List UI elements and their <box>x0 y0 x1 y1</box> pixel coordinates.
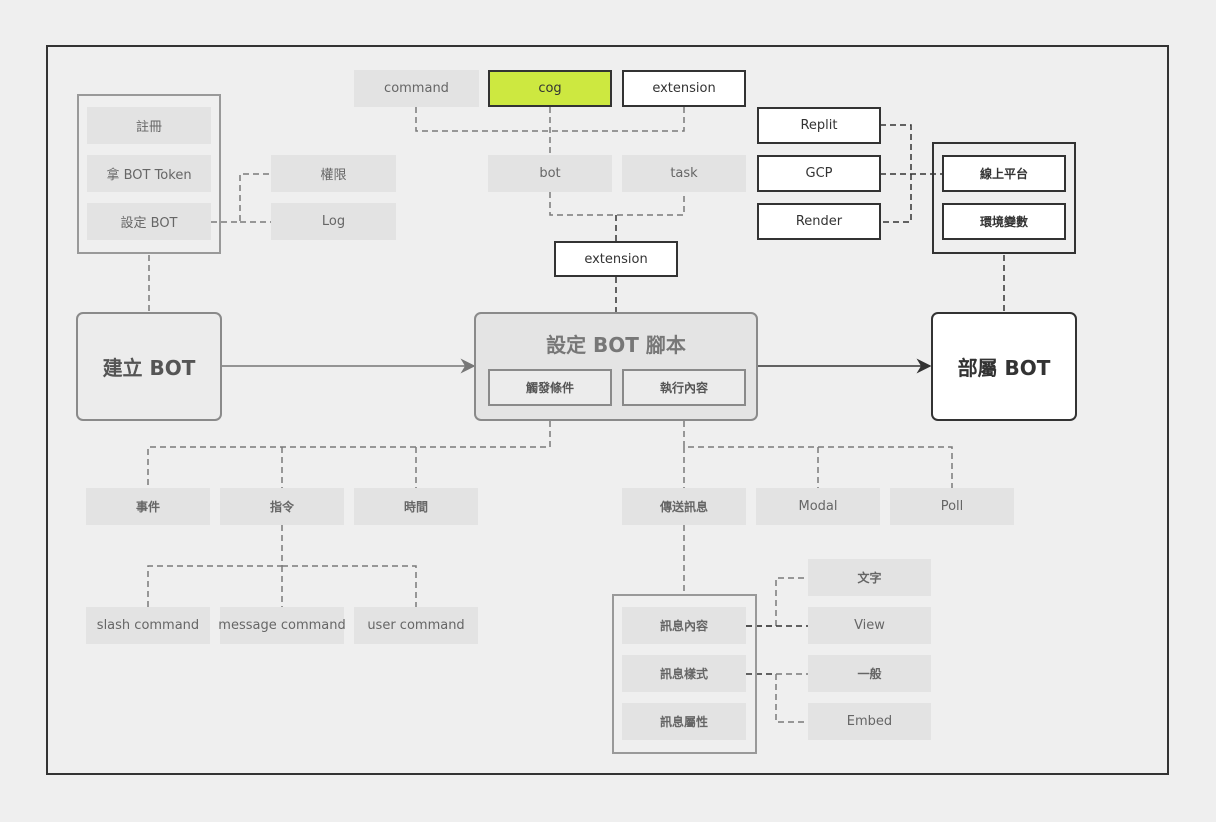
gcp-node: GCP <box>757 155 881 192</box>
diagram-frame <box>46 45 1169 775</box>
message-content-node: 訊息內容 <box>622 607 746 644</box>
extension-top-node: extension <box>622 70 746 107</box>
extension-node: extension <box>554 241 678 277</box>
log-node: Log <box>271 203 396 240</box>
token-step: 拿 BOT Token <box>87 155 211 192</box>
event-node: 事件 <box>86 488 210 525</box>
slash-command-node: slash command <box>86 607 210 644</box>
normal-node: 一般 <box>808 655 931 692</box>
bot-node: bot <box>488 155 612 192</box>
task-node: task <box>622 155 746 192</box>
permission-node: 權限 <box>271 155 396 192</box>
deploy-bot-node: 部屬 BOT <box>931 312 1077 421</box>
replit-node: Replit <box>757 107 881 144</box>
send-message-node: 傳送訊息 <box>622 488 746 525</box>
cog-node: cog <box>488 70 612 107</box>
message-style-node: 訊息樣式 <box>622 655 746 692</box>
setup-bot-step: 設定 BOT <box>87 203 211 240</box>
message-command-node: message command <box>218 607 346 644</box>
create-bot-node: 建立 BOT <box>76 312 222 421</box>
message-attribute-node: 訊息屬性 <box>622 703 746 740</box>
command-trigger-node: 指令 <box>220 488 344 525</box>
text-node: 文字 <box>808 559 931 596</box>
render-node: Render <box>757 203 881 240</box>
time-node: 時間 <box>354 488 478 525</box>
env-vars-node: 環境變數 <box>942 203 1066 240</box>
register-group <box>77 94 221 254</box>
command-node: command <box>354 70 479 107</box>
modal-node: Modal <box>756 488 880 525</box>
online-platform-node: 線上平台 <box>942 155 1066 192</box>
deploy-platform-group <box>932 142 1076 254</box>
setup-script-title: 設定 BOT 腳本 <box>546 333 686 357</box>
poll-node: Poll <box>890 488 1014 525</box>
user-command-node: user command <box>354 607 478 644</box>
embed-node: Embed <box>808 703 931 740</box>
execution-content: 執行內容 <box>622 369 746 406</box>
message-group <box>612 594 757 754</box>
view-node: View <box>808 607 931 644</box>
trigger-condition: 觸發條件 <box>488 369 612 406</box>
register-step: 註冊 <box>87 107 211 144</box>
